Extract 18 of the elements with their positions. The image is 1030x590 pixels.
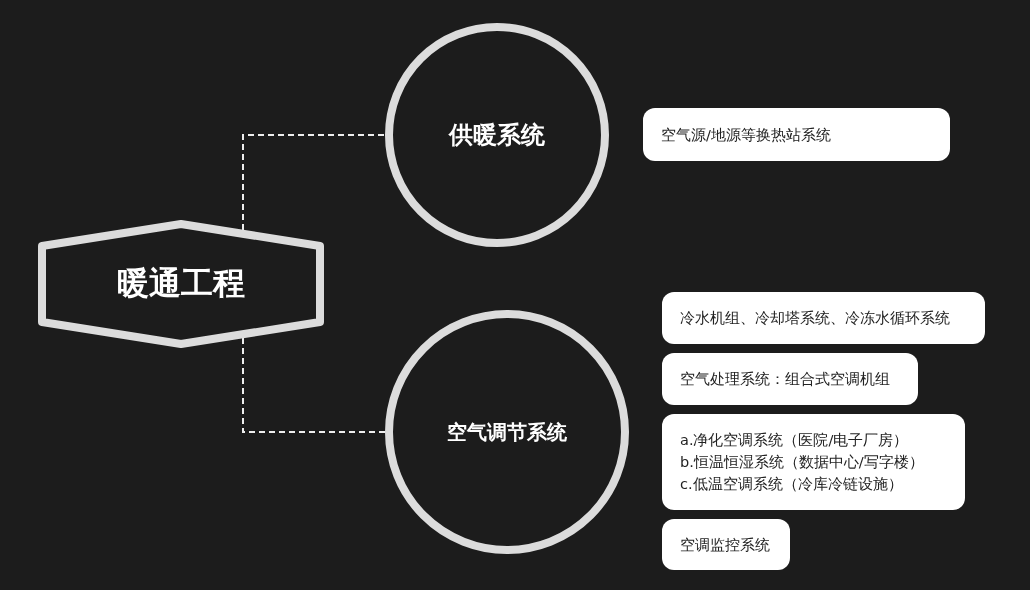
node-title: 空气调节系统 [447,418,567,446]
node-title: 暖通工程 [117,263,245,304]
description-text: 空气源/地源等换热站系统 [661,125,831,145]
text-card [643,108,950,161]
node-title: 供暖系统 [449,120,545,151]
text-card [662,292,985,344]
text-card [662,519,790,570]
description-text: c.低温空调系统（冷库冷链设施） [680,475,903,494]
dashed-connector [242,337,386,433]
description-text: 空调监控系统 [680,535,770,555]
text-card [662,353,918,405]
description-text: 冷水机组、冷却塔系统、冷冻水循环系统 [680,309,950,328]
dashed-connector [242,134,386,231]
description-text: a.净化空调系统（医院/电子厂房） [680,431,909,450]
description-text: 空气处理系统：组合式空调机组 [680,370,890,389]
text-card [662,414,965,510]
description-text: b.恒温恒湿系统（数据中心/写字楼） [680,453,924,472]
hexagon-node [38,220,324,348]
